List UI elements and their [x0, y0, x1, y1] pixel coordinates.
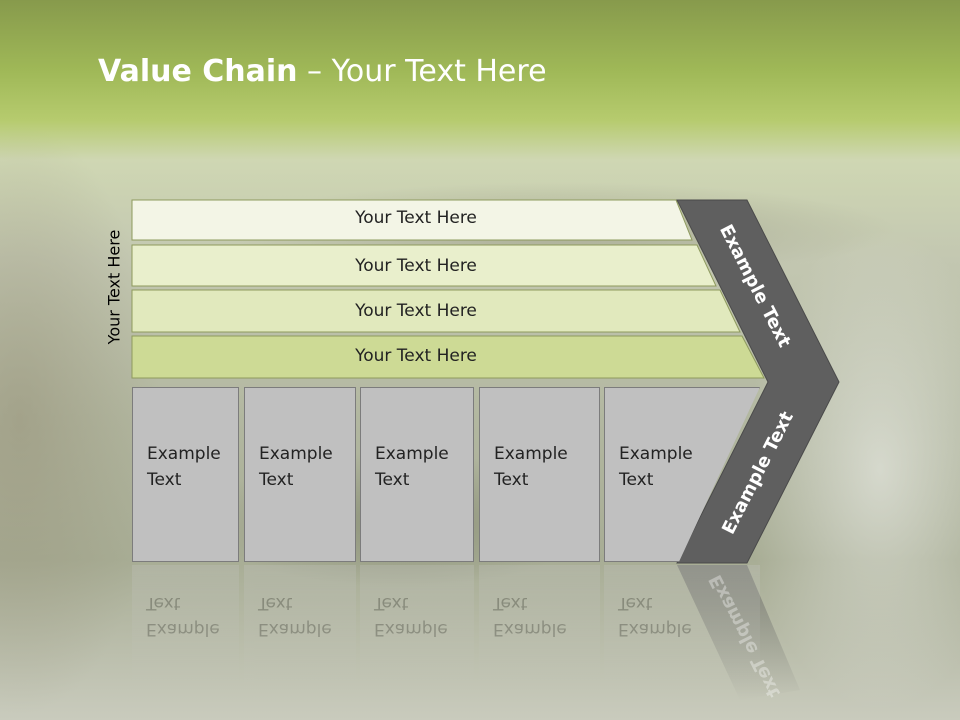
cell-reflection-1: Example Text: [132, 565, 239, 695]
activity-cell-1[interactable]: Example Text: [132, 387, 239, 562]
cell-line2: Text: [619, 470, 654, 490]
activity-cell-5[interactable]: Example Text: [604, 387, 760, 562]
row-label-2: Your Text Here: [355, 256, 477, 276]
row-label-1: Your Text Here: [355, 208, 477, 228]
reflection-line1: Example: [258, 619, 332, 639]
dark-chevron[interactable]: [676, 199, 840, 564]
slide-title: Value Chain – Your Text Here: [98, 54, 547, 89]
row-label-4: Your Text Here: [355, 346, 477, 366]
cell-reflection-2: Example Text: [244, 565, 356, 695]
activity-cell-2[interactable]: Example Text: [244, 387, 356, 562]
activity-cell-3[interactable]: Example Text: [360, 387, 474, 562]
activity-cell-4[interactable]: Example Text: [479, 387, 600, 562]
title-rest: – Your Text Here: [297, 54, 547, 89]
cell-line1: Example: [147, 444, 221, 464]
cell-line2: Text: [259, 470, 294, 490]
cell-line2: Text: [494, 470, 529, 490]
row-label-3: Your Text Here: [355, 301, 477, 321]
reflection-line2: Text: [493, 593, 528, 613]
reflection-line2: Text: [374, 593, 409, 613]
cell-line1: Example: [375, 444, 449, 464]
cell-reflection-4: Example Text: [479, 565, 600, 695]
title-bold: Value Chain: [98, 54, 298, 89]
reflection-line1: Example: [618, 619, 692, 639]
cell-reflection-3: Example Text: [360, 565, 474, 695]
dark-chevron-reflection: [677, 565, 800, 700]
row-bar-1[interactable]: [131, 199, 693, 241]
cell-line2: Text: [147, 470, 182, 490]
reflection-line2: Text: [258, 593, 293, 613]
reflection-line1: Example: [493, 619, 567, 639]
cell-line1: Example: [619, 444, 693, 464]
row-bar-4[interactable]: [131, 335, 765, 379]
reflection-line2: Text: [146, 593, 181, 613]
reflection-line2: Text: [618, 593, 653, 613]
cell-line1: Example: [494, 444, 568, 464]
reflection-line1: Example: [146, 619, 220, 639]
reflection-line1: Example: [374, 619, 448, 639]
row-bar-3[interactable]: [131, 289, 741, 333]
cell-line2: Text: [375, 470, 410, 490]
row-bar-2[interactable]: [131, 244, 717, 287]
cell-line1: Example: [259, 444, 333, 464]
